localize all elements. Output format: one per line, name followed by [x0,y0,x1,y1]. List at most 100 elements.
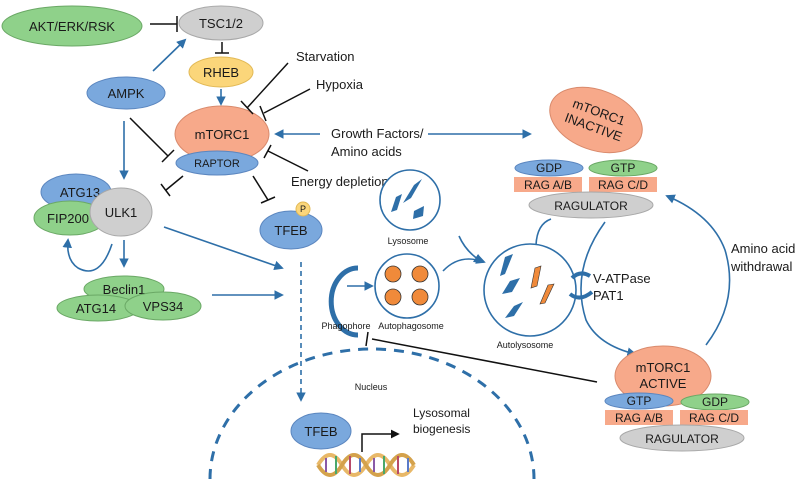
enzyme [391,194,402,212]
beclin-complex: Beclin1 ATG14 VPS34 [56,275,202,322]
raptor-label: RAPTOR [194,158,240,170]
svg-text:RAG A/B: RAG A/B [615,411,663,425]
svg-text:RAGULATOR: RAGULATOR [554,199,628,213]
arrow-lysosome-autolysosome [458,235,484,264]
enzyme [413,206,424,219]
svg-text:Amino acids: Amino acids [331,144,402,159]
transporter-vatpase: V-ATPase [593,271,651,286]
link-ragulator-autolysosome [535,218,552,246]
ampk-label: AMPK [108,86,145,101]
node-ampk: AMPK [86,76,166,110]
arrow-autophagosome-autolysosome [442,254,486,272]
transporter-icon [568,290,594,300]
arrow-active-to-inactive [665,194,731,346]
amino-acid-withdrawal-line1: Amino acid [731,241,795,256]
gdp-badge [514,159,584,177]
tsc-label: TSC1/2 [199,16,243,31]
autophagosome-label: Autophagosome [378,321,444,331]
node-vps34 [124,291,202,321]
lysosome-label: Lysosome [388,236,429,246]
inhibit-active-phagophore [371,338,598,383]
svg-text:FIP200: FIP200 [47,211,89,226]
enzyme [403,179,422,203]
svg-text:GDP: GDP [702,395,728,409]
svg-text:ATG14: ATG14 [76,301,116,316]
svg-text:ACTIVE: ACTIVE [640,376,687,391]
rag-ab [514,177,582,192]
degraded-cargo [530,265,542,289]
tfeb-label: TFEB [274,223,307,238]
stimulus-energy-depletion: Energy depletion [291,174,389,189]
node-tsc1-2: TSC1/2 [178,5,264,41]
svg-text:GTP: GTP [611,161,636,175]
ragulator [528,191,654,219]
dna-helix-icon [316,453,416,477]
inactive-rag-complex: GDP GTP RAG A/B RAG C/D RAGULATOR [514,159,658,219]
inhibit-mtorc1-ulk1 [165,175,184,191]
svg-text:ATG13: ATG13 [60,185,100,200]
mtorc1-inactive: mTORC1 INACTIVE [549,86,643,154]
gtp-badge [588,159,658,177]
autophagosome [374,253,440,319]
phagophore-label: Phagophore [321,321,370,331]
node-rheb: RHEB [188,56,254,88]
enzyme [502,278,520,294]
nuclear-envelope [208,347,536,479]
transporter-icon [570,271,592,280]
mtorc1-label: mTORC1 [195,127,250,142]
cargo [411,265,429,283]
svg-text:TFEB: TFEB [304,424,337,439]
akt-label: AKT/ERK/RSK [29,19,115,34]
arrow-ampk-tsc [152,38,187,72]
biogenesis-line1: Lysosomal [413,406,470,420]
autolysosome-label: Autolysosome [497,340,554,350]
active-rag-complex: GTP GDP RAG A/B RAG C/D RAGULATOR [604,392,750,452]
rag-ab [605,410,673,425]
rheb-label: RHEB [203,65,239,80]
cargo [384,288,402,306]
stimulus-growth-factors: Growth Factors/ [331,126,424,141]
svg-text:RAG C/D: RAG C/D [689,411,739,425]
node-tfeb-phospho: TFEB P [259,201,323,250]
cargo [411,288,429,306]
svg-text:ULK1: ULK1 [105,205,138,220]
rag-cd [680,410,748,425]
arrow-inactive-to-active [580,221,637,357]
arrow-ulk1-phagophore [163,226,284,271]
svg-text:mTORC1: mTORC1 [636,360,691,375]
svg-text:GTP: GTP [627,394,652,408]
degraded-cargo [539,283,555,305]
phagophore-shape [328,265,359,338]
ragulator [619,424,745,452]
node-akt-erk-rsk: AKT/ERK/RSK [1,5,143,47]
biogenesis-line2: biogenesis [413,422,470,436]
autolysosome [483,243,577,337]
phospho-label: P [300,204,306,214]
node-ulk1 [89,187,153,237]
enzyme [505,302,523,318]
transcription-arrow [361,429,400,452]
stimulus-hypoxia: Hypoxia [316,77,364,92]
amino-acid-withdrawal-line2: withdrawal [730,259,793,274]
inhibit-mtorc1-tfeb [252,175,269,201]
svg-text:Beclin1: Beclin1 [103,282,146,297]
stimulus-starvation: Starvation [296,49,355,64]
mtorc1-active: mTORC1 ACTIVE [614,345,712,407]
inhibit-ampk-mtorc1 [129,117,169,157]
svg-text:GDP: GDP [536,161,562,175]
svg-text:RAGULATOR: RAGULATOR [645,432,719,446]
enzyme [500,254,513,276]
node-raptor: RAPTOR [175,150,259,176]
svg-text:RAG C/D: RAG C/D [598,178,648,192]
cargo [384,265,402,283]
node-tfeb-nuclear: TFEB [290,412,352,450]
ulk1-complex: ATG13 FIP200 ULK1 [33,173,153,237]
nucleus-label: Nucleus [355,382,388,392]
rag-cd [589,177,657,192]
svg-text:VPS34: VPS34 [143,299,183,314]
transporter-pat1: PAT1 [593,288,624,303]
lysosome [379,169,441,231]
gtp-badge [604,392,674,410]
